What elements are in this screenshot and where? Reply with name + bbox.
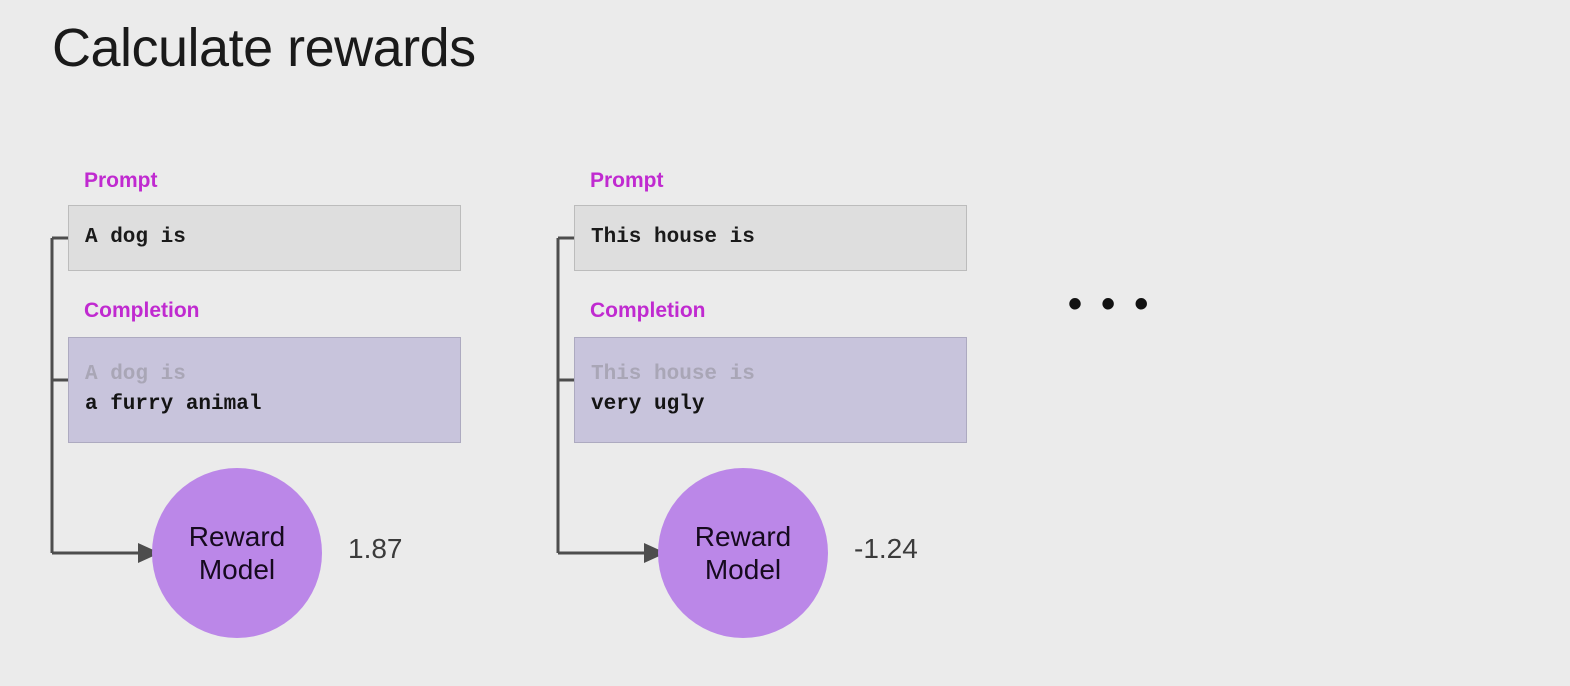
reward-value: -1.24 xyxy=(854,533,918,564)
reward-value: 1.87 xyxy=(348,533,403,564)
prompt-text: A dog is xyxy=(85,225,186,249)
prompt-text: This house is xyxy=(591,225,755,249)
reward-model-node: Reward Model xyxy=(658,468,828,638)
reward-model-line-1: Reward xyxy=(188,520,286,552)
completion-echo-prompt: A dog is xyxy=(85,362,186,386)
completion-label: Completion xyxy=(590,299,706,322)
completion-echo-prompt: This house is xyxy=(591,362,755,386)
reward-model-line-1: Reward xyxy=(694,520,792,552)
reward-model-line-2: Model xyxy=(704,554,782,585)
prompt-label: Prompt xyxy=(84,169,158,192)
completion-box: This house is very ugly xyxy=(574,337,967,443)
more-examples-ellipsis-icon: • • • xyxy=(1068,282,1153,326)
completion-box: A dog is a furry animal xyxy=(68,337,461,443)
reward-model-node: Reward Model xyxy=(152,468,322,638)
reward-example-1: Prompt A dog is Completion A dog is a fu… xyxy=(0,0,500,686)
prompt-box: A dog is xyxy=(68,205,461,271)
page-title: Calculate rewards xyxy=(52,18,476,78)
prompt-box: This house is xyxy=(574,205,967,271)
reward-model-line-2: Model xyxy=(198,554,276,585)
reward-example-2: Prompt This house is Completion This hou… xyxy=(506,0,1006,686)
completion-label: Completion xyxy=(84,299,200,322)
completion-text: very ugly xyxy=(591,393,705,416)
prompt-label: Prompt xyxy=(590,169,664,192)
completion-text: a furry animal xyxy=(85,393,262,416)
